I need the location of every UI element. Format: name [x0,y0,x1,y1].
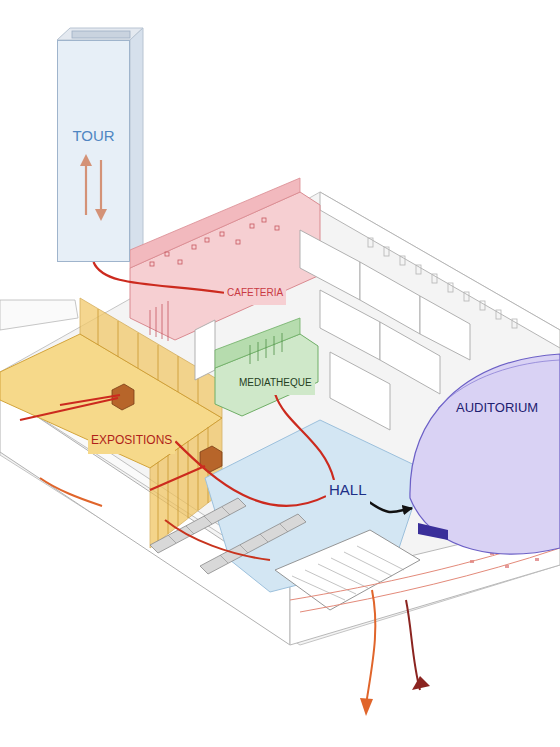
room-label: EXPOSITIONS [88,429,175,454]
room-label: CAFETERIA [224,281,286,305]
auditorium-outline-path [410,354,560,554]
stair-void [275,530,420,610]
auditorium-shell: AUDITORIUM [408,348,560,563]
flow-line [175,441,326,506]
flow-line [370,502,412,512]
room-name: AUDITORIUM [456,401,538,416]
auditorium-entry [418,523,448,540]
room-name: TOUR [72,127,114,144]
mediatheque-room [215,318,318,416]
auditorium-outline [408,348,560,563]
cafeteria-room [130,178,320,341]
exhibition-hall [0,298,222,548]
flow-line [275,395,334,481]
room-name: MEDIATHEQUE [239,377,312,389]
room-name: CAFETERIA [227,287,283,299]
room-name: HALL [329,481,367,498]
tower-box: TOUR [57,40,130,262]
room-name: EXPOSITIONS [91,434,172,448]
flow-line [94,262,225,293]
service-rooms [195,230,470,430]
escalators [150,498,306,574]
tower-prism [57,28,143,262]
room-label: HALL [326,480,370,504]
room-label: MEDIATHEQUE [236,371,315,395]
